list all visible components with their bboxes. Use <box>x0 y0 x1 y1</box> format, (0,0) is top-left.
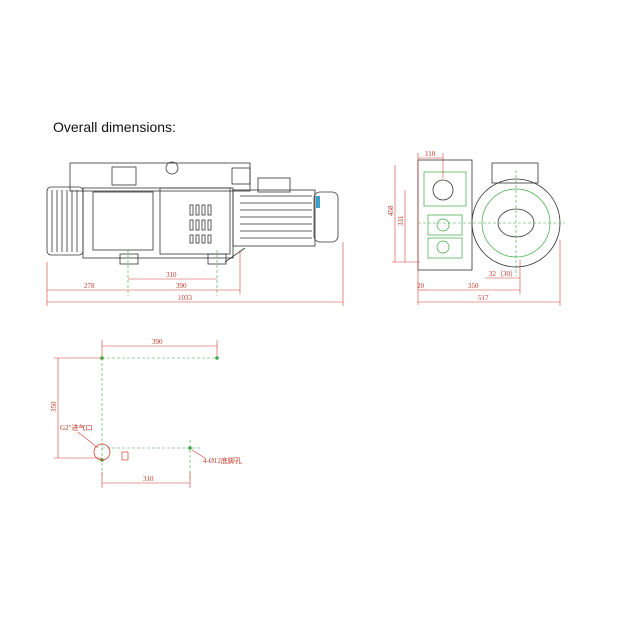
inlet-circle <box>93 443 111 461</box>
base-plan: 390 350 310 G2″进气口 4-Ø12底脚孔 <box>50 338 242 488</box>
oil-sight-glass-lower <box>436 240 450 254</box>
dim-end-350: 350 <box>468 282 479 290</box>
page-title: Overall dimensions: <box>53 119 176 135</box>
dim-side-390: 390 <box>176 282 187 290</box>
end-window-upper <box>427 214 463 236</box>
dim-side-278: 278 <box>84 282 95 290</box>
dim-side-310: 310 <box>166 271 177 279</box>
motor-body <box>232 189 316 247</box>
drain-pipe <box>224 247 246 263</box>
oil-sight-glass-upper <box>436 218 450 232</box>
dim-end-458: 458 <box>387 205 395 216</box>
exhaust-housing <box>491 162 539 184</box>
dim-plan-310: 310 <box>143 475 154 483</box>
side-view: 310 390 278 1033 <box>46 161 344 306</box>
end-inlet-flange <box>423 171 467 207</box>
label-foot-holes: 4-Ø12底脚孔 <box>203 456 242 465</box>
fan-cover-ribs <box>51 190 78 252</box>
foot-right <box>207 253 227 265</box>
pump-body <box>82 187 234 259</box>
end-window-lower <box>427 237 463 259</box>
dim-plan-350: 350 <box>50 401 58 412</box>
dim-end-517: 517 <box>478 294 489 302</box>
end-dimension-lines <box>392 153 561 306</box>
pump-right-housing <box>159 187 231 255</box>
pump-top-block <box>69 162 251 192</box>
inlet-marker <box>121 451 129 461</box>
side-dimension-lines <box>46 242 344 306</box>
dim-end-331: 331 <box>397 215 405 226</box>
dim-side-1033: 1033 <box>178 294 193 302</box>
motor-terminal-box <box>257 177 291 193</box>
top-fitting-right <box>231 167 251 185</box>
end-view: 110 458 331 32（30） 20 350 517 <box>387 150 565 306</box>
fan-cover <box>46 186 84 256</box>
plan-hole-2 <box>215 356 219 360</box>
dim-end-110: 110 <box>425 150 436 158</box>
vent-slots <box>189 204 212 244</box>
top-fitting-left <box>111 166 137 186</box>
dim-plan-390: 390 <box>152 338 163 346</box>
pump-left-housing <box>92 191 154 251</box>
nameplate-mark <box>316 196 320 208</box>
motor-end-cap <box>313 191 339 243</box>
top-fitting-round <box>165 161 179 175</box>
plan-hole-3 <box>188 446 192 450</box>
dim-end-32: 32（30） <box>489 270 517 278</box>
motor-ribs <box>240 195 312 239</box>
plan-dimension-lines <box>54 340 218 488</box>
label-inlet: G2″进气口 <box>60 423 92 432</box>
dim-end-20: 20 <box>417 282 425 290</box>
foot-left <box>119 253 139 265</box>
end-inlet-port <box>432 179 454 201</box>
